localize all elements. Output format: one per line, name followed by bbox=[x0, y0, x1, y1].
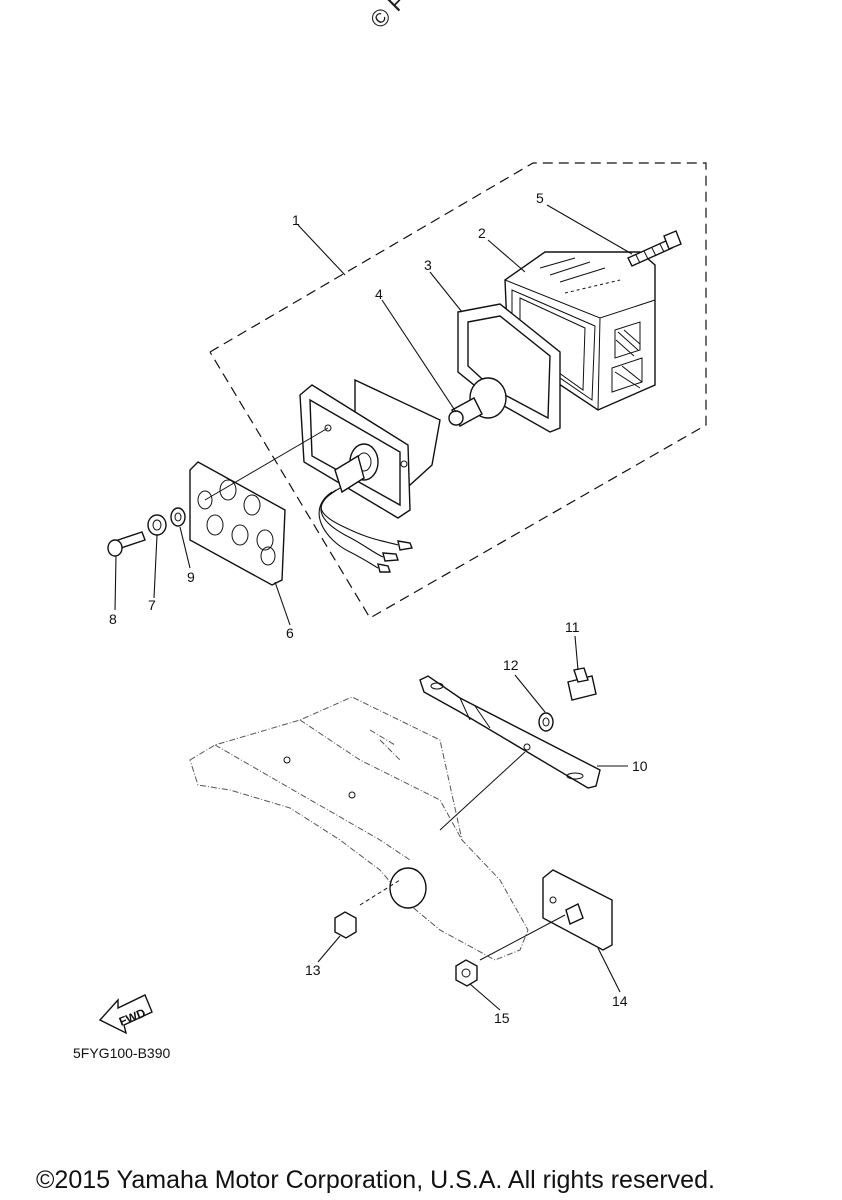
diagram-code: 5FYG100-B390 bbox=[73, 1045, 170, 1061]
nut-15 bbox=[455, 959, 478, 987]
washer-9 bbox=[170, 507, 186, 527]
reflector-plate-6 bbox=[189, 427, 329, 586]
lamp-housing bbox=[299, 378, 441, 573]
callout-6: 6 bbox=[286, 625, 294, 641]
taillight-assembly-outline bbox=[209, 162, 707, 619]
callout-8: 8 bbox=[109, 611, 117, 627]
screw-5 bbox=[627, 230, 682, 267]
collar-7 bbox=[147, 514, 167, 536]
callout-1: 1 bbox=[292, 212, 300, 228]
rear-fender-bracket bbox=[189, 696, 529, 961]
callout-13: 13 bbox=[305, 962, 321, 978]
callout-10: 10 bbox=[632, 758, 648, 774]
callout-2: 2 bbox=[478, 225, 486, 241]
washer-12 bbox=[538, 712, 554, 732]
plate-bracket-10 bbox=[419, 675, 601, 789]
gasket-3 bbox=[457, 303, 561, 433]
bolt-11 bbox=[567, 667, 597, 701]
bolt-8 bbox=[107, 531, 146, 557]
callout-7: 7 bbox=[148, 597, 156, 613]
fwd-arrow-icon: FWD bbox=[98, 994, 153, 1035]
callout-11: 11 bbox=[565, 619, 580, 635]
copyright-notice: ©2015 Yamaha Motor Corporation, U.S.A. A… bbox=[36, 1166, 715, 1194]
leader-lines bbox=[114, 204, 633, 1011]
reflector-14 bbox=[542, 869, 613, 951]
callout-15: 15 bbox=[494, 1010, 510, 1026]
callout-14: 14 bbox=[612, 993, 628, 1009]
bulb-4 bbox=[448, 377, 507, 427]
nut-13 bbox=[334, 911, 357, 939]
callout-4: 4 bbox=[375, 286, 383, 302]
callout-5: 5 bbox=[536, 190, 544, 206]
watermark: © Pa bbox=[365, 0, 423, 34]
callout-3: 3 bbox=[424, 257, 432, 273]
callout-9: 9 bbox=[187, 569, 195, 585]
callout-12: 12 bbox=[503, 657, 519, 673]
